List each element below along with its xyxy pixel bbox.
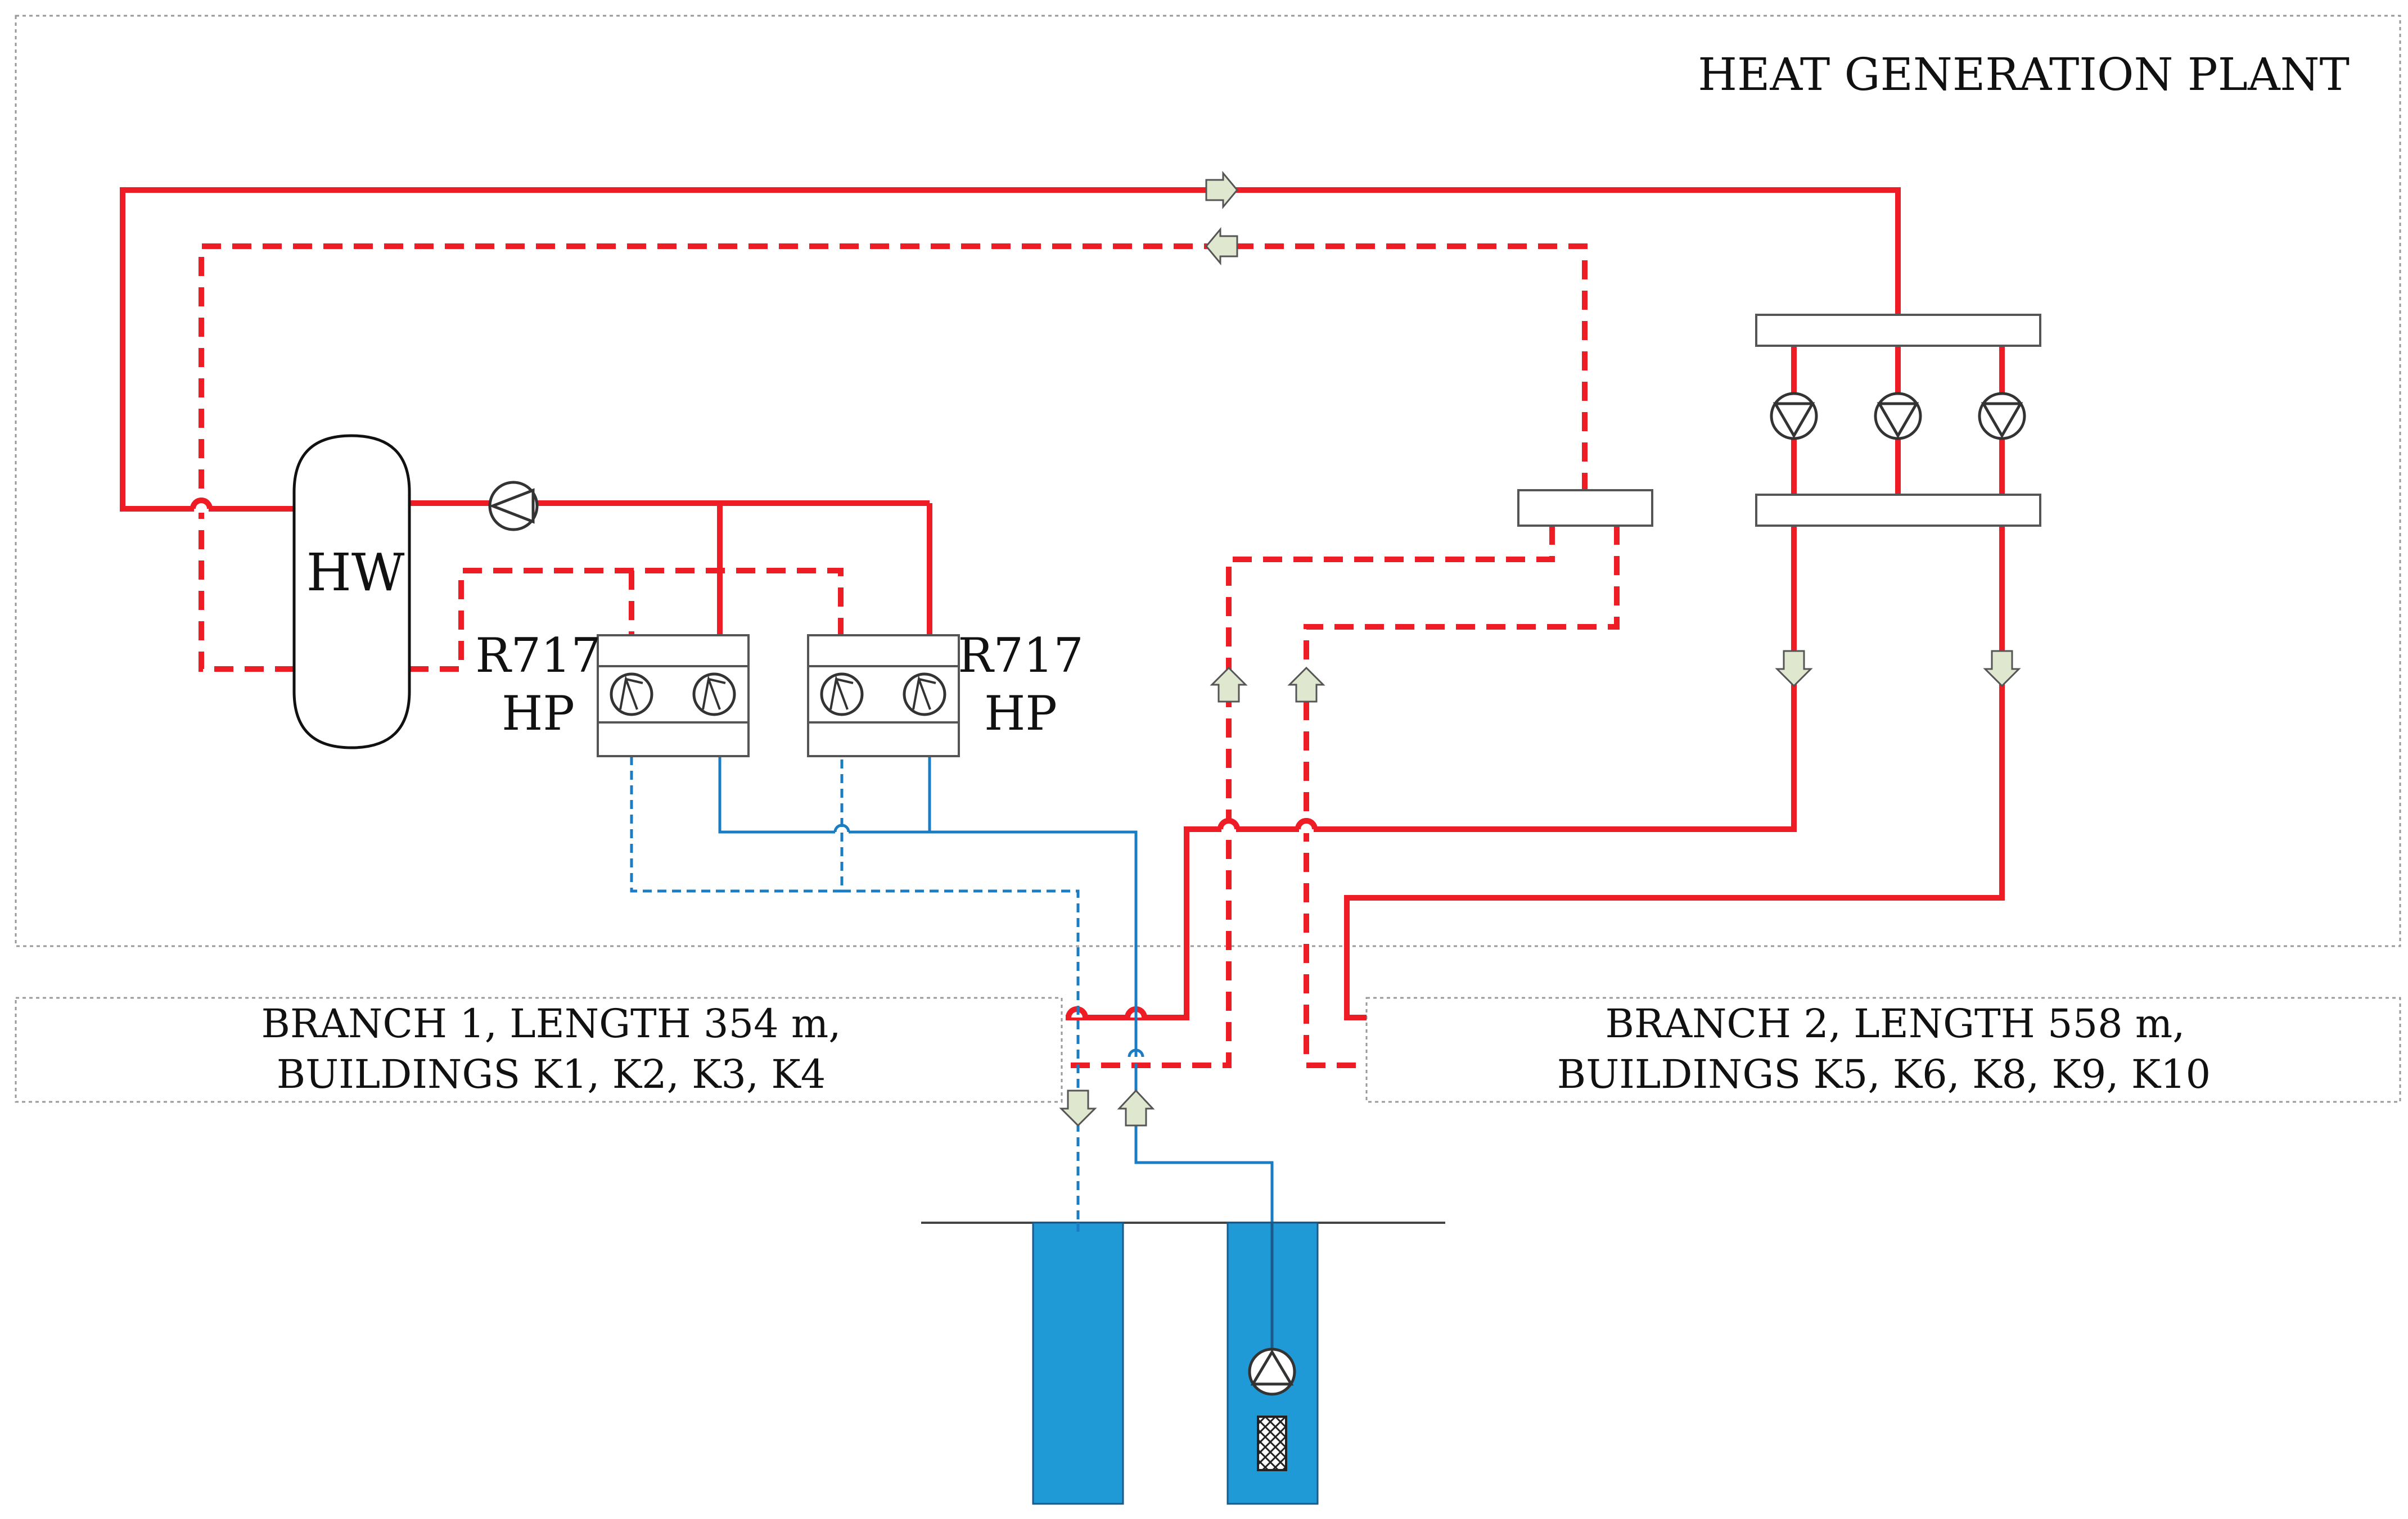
hp1-label-line1: R717 <box>475 628 601 683</box>
distribution-pump-2 <box>1874 392 1922 440</box>
injection-well <box>1032 1222 1124 1505</box>
ground-water-return <box>630 756 1080 1223</box>
flow-arrow-left-icon <box>1205 227 1238 266</box>
hp2-label-line2: HP <box>984 686 1057 741</box>
pipe-crossing-hop-arcs <box>190 498 1318 830</box>
flow-arrow-right-icon <box>1205 170 1238 210</box>
flow-arrow-up-icon <box>1117 1089 1155 1127</box>
hot-supply-lines <box>120 187 2005 1020</box>
circulation-pump <box>488 481 539 531</box>
flow-arrow-down-icon <box>1059 1089 1097 1127</box>
pump-filter-screen <box>1257 1416 1287 1471</box>
flow-arrow-up-icon <box>1210 666 1248 703</box>
hp1-label-line2: HP <box>502 686 575 741</box>
branch2-line2: BUILDINGS K5, K6, K8, K9, K10 <box>1557 1051 2211 1097</box>
supply-header-top <box>1755 314 2041 347</box>
distribution-pump-3 <box>1978 392 2026 440</box>
branch1-line2: BUILDINGS K1, K2, K3, K4 <box>277 1051 826 1097</box>
hot-water-tank <box>292 434 411 749</box>
branch2-line1: BRANCH 2, LENGTH 558 m, <box>1605 1001 2185 1047</box>
hp2-label-line1: R717 <box>958 628 1084 683</box>
plant-border <box>15 15 2401 947</box>
heat-pump-unit-2 <box>807 634 960 757</box>
flow-arrow-down-icon <box>1983 650 2021 688</box>
distribution-pump-1 <box>1770 392 1818 440</box>
branch2-box <box>1365 997 2401 1103</box>
plant-title: HEAT GENERATION PLANT <box>1698 48 2350 101</box>
flow-arrow-down-icon <box>1775 650 1813 688</box>
branch1-line1: BRANCH 1, LENGTH 354 m, <box>261 1001 841 1047</box>
branch1-box <box>15 997 1063 1103</box>
tank-label: HW <box>306 542 405 603</box>
hot-return-lines <box>199 243 1620 1068</box>
submersible-pump <box>1248 1348 1296 1396</box>
supply-header-bottom <box>1755 494 2041 527</box>
flow-arrow-up-icon <box>1287 666 1325 703</box>
return-collector <box>1517 489 1653 527</box>
heat-pump-unit-1 <box>597 634 750 757</box>
